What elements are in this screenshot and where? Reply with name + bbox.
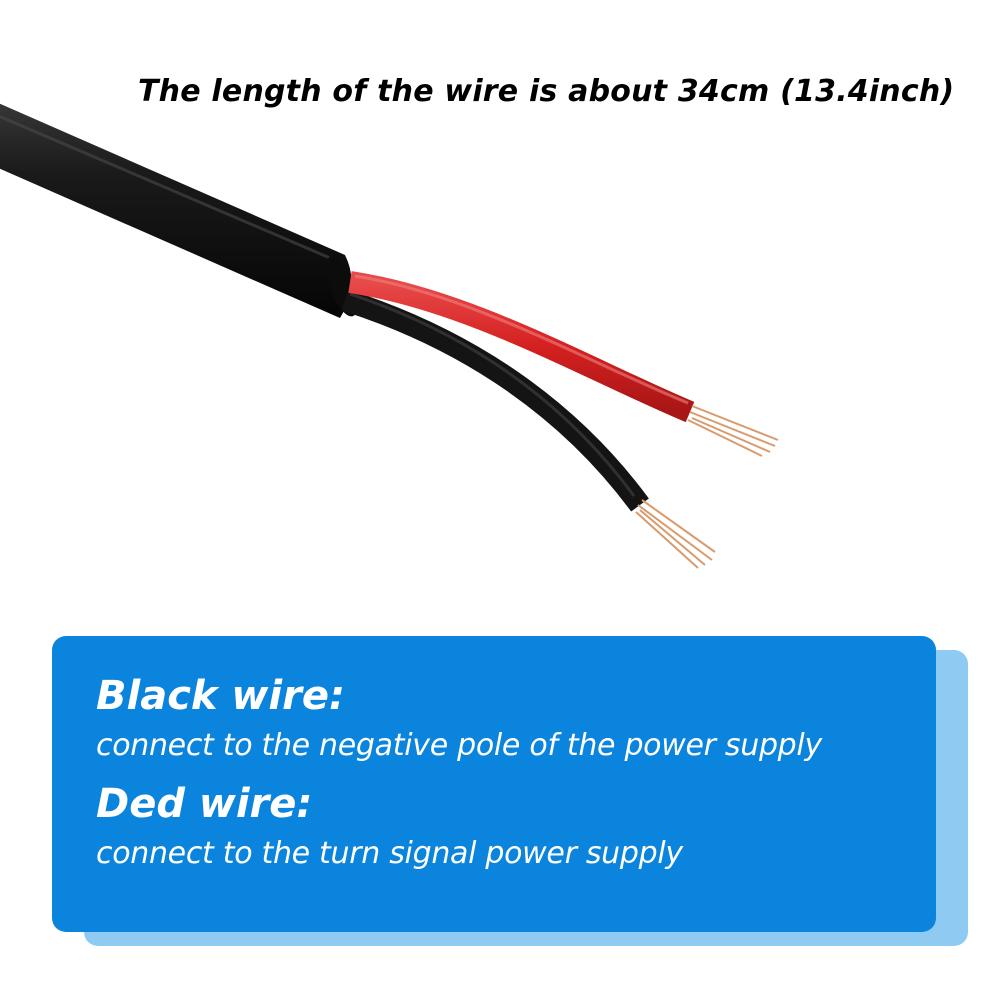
wire-info-card: Black wire: connect to the negative pole… xyxy=(52,636,936,932)
red-wire-description: connect to the turn signal power supply xyxy=(96,836,683,871)
cable-sheath xyxy=(0,103,358,318)
black-wire-copper-strands xyxy=(635,499,716,569)
black-wire xyxy=(341,289,716,569)
wire-length-caption: The length of the wire is about 34cm (13… xyxy=(138,74,955,109)
black-wire-title: Black wire: xyxy=(96,673,345,719)
black-wire-description: connect to the negative pole of the powe… xyxy=(96,728,822,763)
red-wire-title: Ded wire: xyxy=(96,781,313,827)
red-wire-copper-strands xyxy=(687,405,779,457)
red-wire xyxy=(348,271,779,457)
